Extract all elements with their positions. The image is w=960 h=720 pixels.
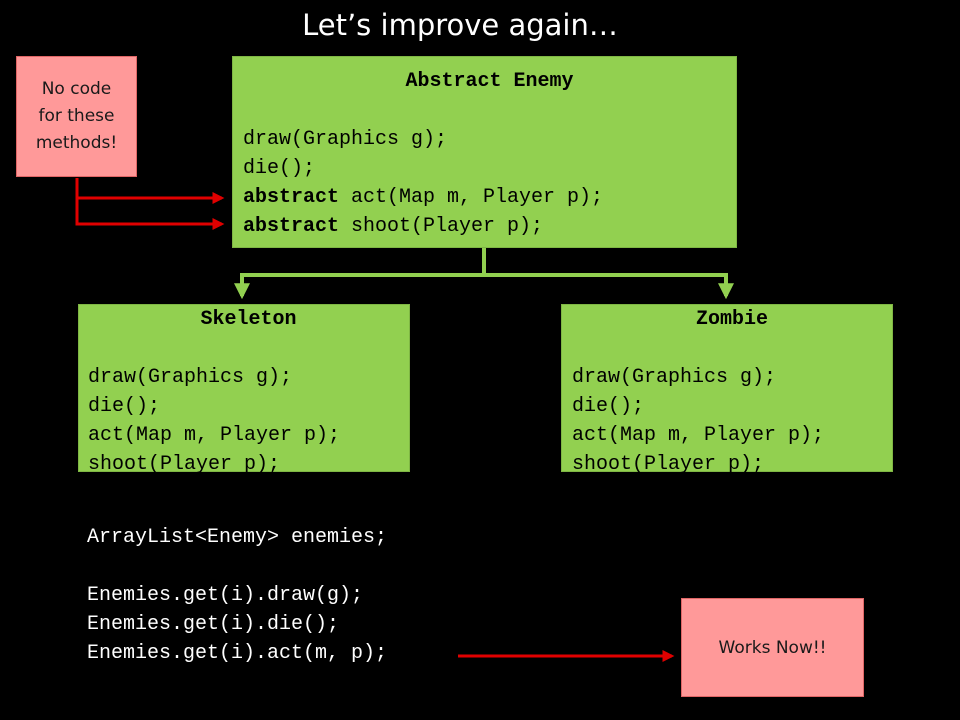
method-line: die(); [572,395,645,418]
skeleton-class-box: Skeleton draw(Graphics g); die(); act(Ma… [78,304,410,476]
note-line: for these [38,106,115,126]
arrow-to-act-method [75,178,225,204]
method-line: shoot(Player p); [88,453,281,476]
class-name: Skeleton [200,308,297,331]
code-line: Enemies.get(i).draw(g); [87,584,364,607]
code-line: Enemies.get(i).die(); [87,613,340,636]
inheritance-connector [234,248,734,300]
method-text: die(); [243,157,316,180]
arrow-to-shoot-method [75,198,225,230]
note-line: No code [41,79,112,99]
method-text: act(Map m, Player p); [339,186,604,209]
note-line: methods! [35,133,118,153]
method-text: draw(Graphics g); [243,128,448,151]
method-line: draw(Graphics g); [88,366,293,389]
method-text: shoot(Player p); [339,215,544,238]
method-line: die(); [243,154,736,183]
method-line: die(); [88,395,161,418]
abstract-keyword: abstract [243,215,340,238]
works-now-note: Works Now!! [681,598,864,697]
code-line: Enemies.get(i).act(m, p); [87,642,388,665]
abstract-enemy-class-box: Abstract Enemy draw(Graphics g); die(); … [232,56,737,248]
class-name: Zombie [695,308,768,331]
method-line: draw(Graphics g); [572,366,777,389]
no-code-note: No code for these methods! [16,56,137,177]
method-line: shoot(Player p); [572,453,765,476]
zombie-class-box: Zombie draw(Graphics g); die(); act(Map … [561,304,893,476]
class-name: Abstract Enemy [405,70,574,93]
no-code-arrows [75,178,225,230]
code-line: ArrayList<Enemy> enemies; [87,526,388,549]
slide-title: Let’s improve again… [302,8,618,42]
method-line: act(Map m, Player p); [88,424,341,447]
method-line: abstract act(Map m, Player p); [243,183,736,212]
method-line: draw(Graphics g); [243,125,736,154]
method-line: abstract shoot(Player p); [243,212,736,241]
abstract-keyword: abstract [243,186,340,209]
code-snippet: ArrayList<Enemy> enemies; Enemies.get(i)… [87,523,387,668]
method-line: act(Map m, Player p); [572,424,825,447]
